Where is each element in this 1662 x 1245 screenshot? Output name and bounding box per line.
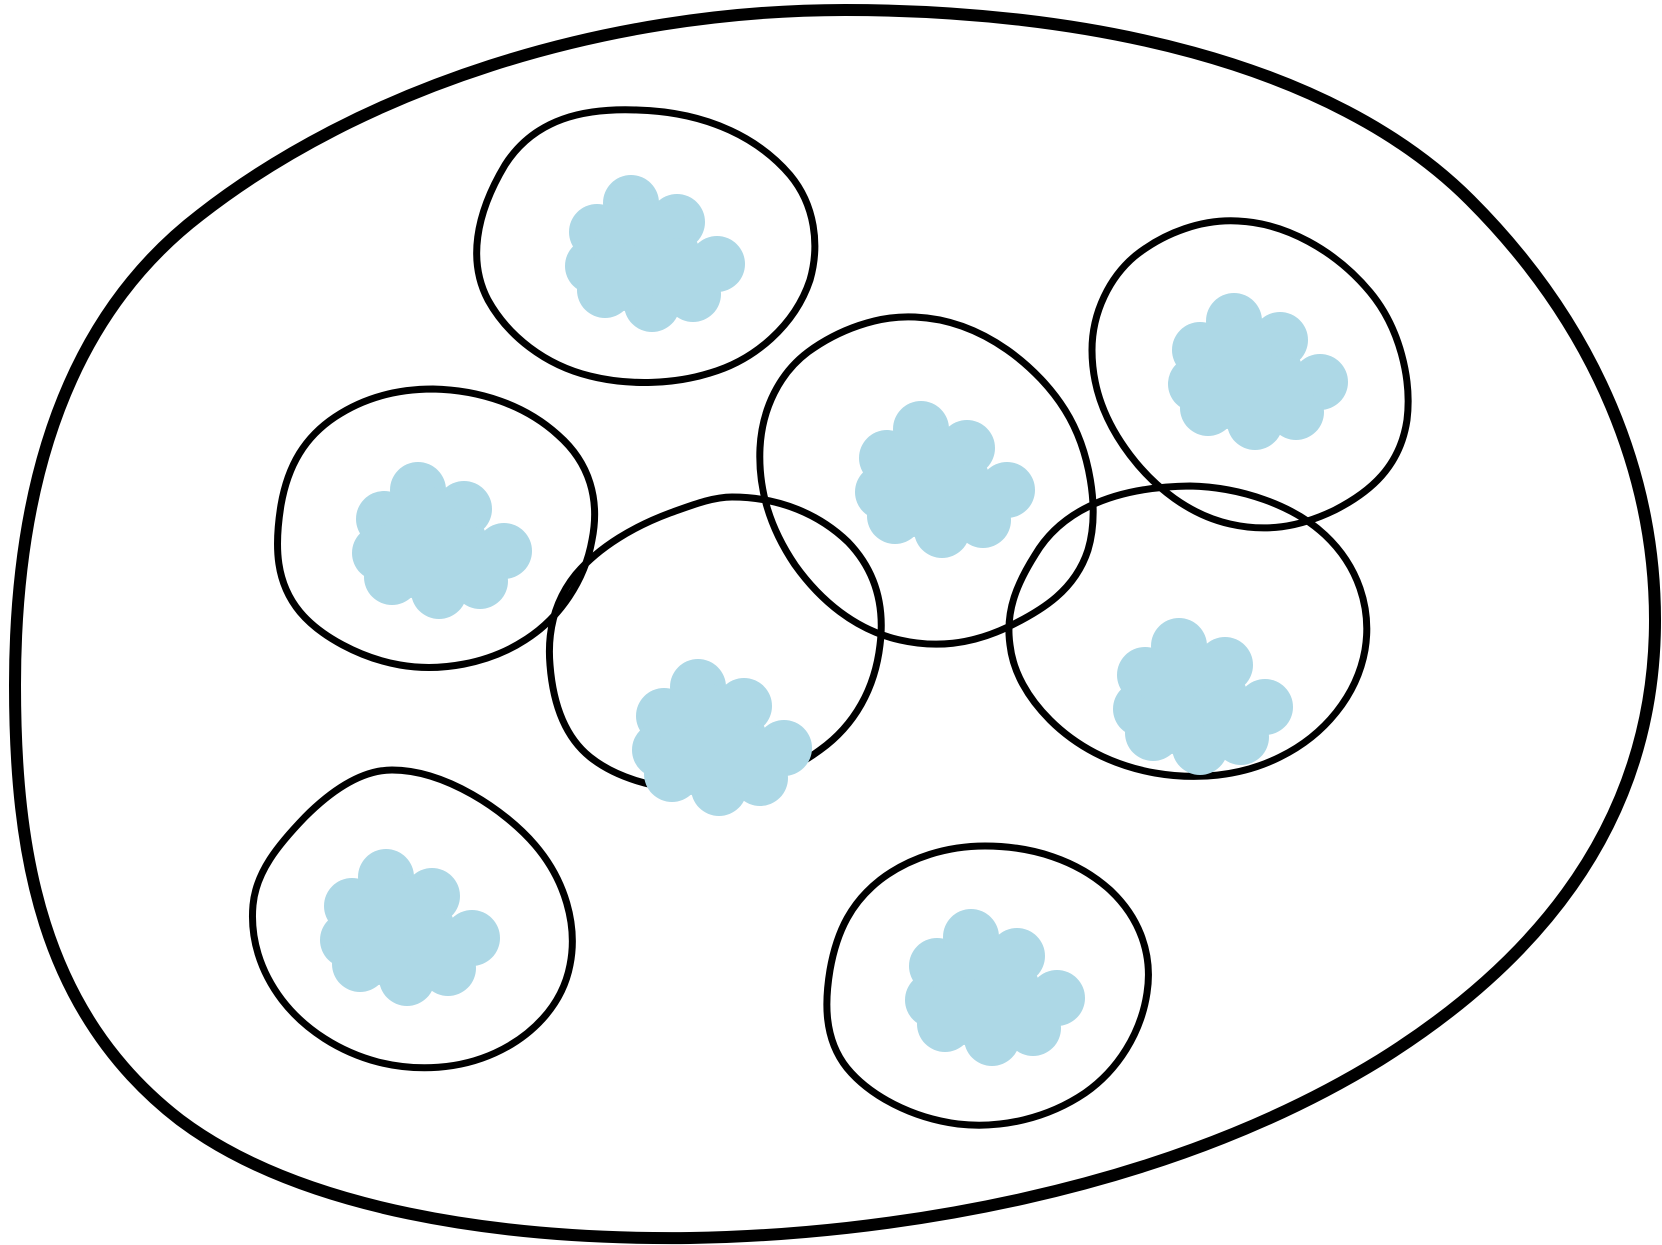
cell-1 <box>477 110 815 383</box>
cluster-circle <box>1191 361 1259 429</box>
nucleus-cluster <box>1168 293 1348 450</box>
cluster-circle <box>655 727 723 795</box>
cluster-circle <box>878 469 946 537</box>
cell-7 <box>252 770 572 1068</box>
nucleus-cluster <box>632 659 812 816</box>
cell-2 <box>277 389 594 667</box>
nucleus-cluster <box>1113 618 1293 775</box>
nucleus-cluster <box>320 849 500 1006</box>
cluster-circle <box>343 917 411 985</box>
cluster-circle <box>375 530 443 598</box>
cell-8 <box>827 846 1149 1125</box>
cell-3 <box>760 317 1093 644</box>
cells-layer <box>252 110 1408 1125</box>
cluster-circle <box>928 977 996 1045</box>
nucleus-cluster <box>905 909 1085 1066</box>
cluster-circle <box>1136 686 1204 754</box>
nucleus-cluster <box>352 462 532 619</box>
cell-6 <box>1009 486 1367 776</box>
nucleus-cluster <box>855 401 1035 558</box>
nucleus-cluster <box>565 175 745 332</box>
cell-4 <box>1092 221 1408 528</box>
cluster-circle <box>588 243 656 311</box>
cell-5 <box>549 497 881 816</box>
